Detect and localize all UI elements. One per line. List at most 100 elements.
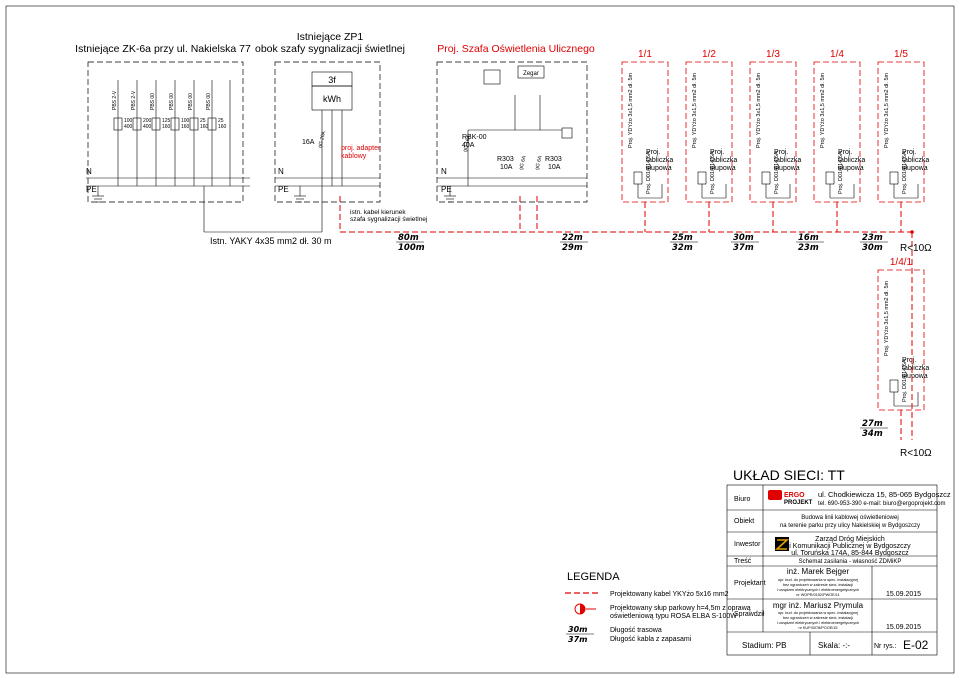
legend-length-b: 37m [568,635,587,644]
tb-sprawdzil: mgr inż. Mariusz Prymula [773,601,864,610]
tb-address: ul. Chodkiewicza 15, 85-065 Bydgoszcz [818,490,951,499]
szafa-fuse-tag-3: gG 6A [534,155,544,171]
length-cable: 30m [862,243,883,253]
zk-n-label: N [86,167,92,176]
zk-fuse-5-v1: 25 [200,118,206,124]
tb-tresc-label: Treść [734,558,752,565]
projected-cable-route [339,196,913,440]
zp1-cabinet: 3f kWh 16A gG 20A proj. adapter kablowy … [203,61,427,246]
ergo-logo: ERGO PROJEKT [768,490,813,506]
tb-sprawdzil-label: Sprawdził [734,611,765,618]
circuit-fuse-label: Proj. D01/E14 6A [902,359,908,402]
tb-sprawdzil-perm-2: bez ograniczeń w zakresie sieci, instala… [783,616,853,620]
circuit-id: 1/2 [702,49,716,60]
network-type: UKŁAD SIECI: TT [733,467,845,483]
header-szafa: Proj. Szafa Oświetlenia Ulicznego [437,43,595,55]
circuit-box-label-2: tabliczka [902,365,929,372]
zp1-fuse-rating: 16A [302,139,315,146]
circuit-cable-label: Proj. YDYżo 3x1,5 mm2 dł. 5m [692,72,698,148]
legend-length-1: Długość trasowa [610,627,662,634]
tb-obiekt-1: Budowa linii kablowej oświetleniowej [801,515,898,521]
tb-inwestor-2: i Komunikacji Publicznej w Bydgoszczy [789,543,911,550]
circuit-id: 1/4 [830,49,844,60]
tb-obiekt-label: Obiekt [734,518,754,525]
circuit-box-label: Proj. [838,149,852,156]
circuit-id: 1/1 [638,49,652,60]
zk-fuse-4-type: PBS 00 [169,93,175,110]
circuit-cable-label: Proj. YDYżo 3x1,5 mm2 dł. 5m [884,72,890,148]
legend-title: LEGENDA [567,571,620,583]
zk-fuse-6-v2: 160 [218,124,227,130]
svg-text:PROJEKT: PROJEKT [784,500,813,506]
tb-stadium: Stadium: PB [742,641,786,650]
legend-length-a: 30m [568,625,587,634]
zk-fuse-1-v1: 100 [124,118,133,124]
tb-sprawdzil-perm-4: nr KUP/0078/POOE/15 [798,626,837,630]
zk-fuse-2-v1: 200 [143,118,152,124]
szafa-pe-label: PE [441,185,452,194]
circuit-box-label-3: słupowa [710,165,736,172]
circuit-box-label: Proj. [902,149,916,156]
length-route: 22m [562,233,583,243]
fuse-box-symbol [697,171,707,185]
svg-text:ERGO: ERGO [784,492,805,499]
length-labels: 80m100m22m29m25m32m30m37m16m23m23m30m27m… [396,233,888,439]
tb-skala: Skala: -:- [818,641,850,650]
circuit-box-label: Proj. [710,149,724,156]
resistance-label-2: R<10Ω [900,448,932,459]
zk-fuse-3-v1: 125 [162,118,171,124]
cable-note-2: szafa sygnalizacji świetlnej [350,216,427,223]
length-route: 80m [398,233,419,243]
circuit-box-label-3: słupowa [646,165,672,172]
circuit-box-label-2: tabliczka [646,157,673,164]
drawing-frame [5,5,955,674]
circuit-cable-label: Proj. YDYżo 3x1,5 mm2 dł. 5m [884,280,890,356]
tb-projektant-perm-1: upr. bud. do projektowania w spec. insta… [778,578,858,582]
circuit-fuse-label: Proj. D01/E14 6A [710,151,716,194]
circuit-id: 1/5 [894,49,908,60]
fuse-box-symbol [889,171,899,185]
istn-cable-label: Istn. YAKY 4x35 mm2 dł. 30 m [210,236,332,246]
fuse-box-symbol [825,171,835,185]
meter-kwh: kWh [323,94,341,104]
zk-pe-label: PE [86,185,97,194]
adapter-label-1: proj. adapter [341,145,381,152]
circuit-fuse-label: Proj. D01/E14 6A [646,151,652,194]
tb-inwestor-label: Inwestor [734,541,761,548]
cable-note-1: istn. kabel kierunek [350,209,406,216]
tb-projektant-perm-2: bez ograniczeń w zakresie sieci, instala… [783,583,853,587]
main-switch-label: RBK-00 [462,134,487,141]
contactor-1-label: R303 [497,156,514,163]
tb-projektant-perm-3: i urządzeń elektrycznych i elektroenerge… [777,588,860,592]
circuit-cable-label: Proj. YDYżo 3x1,5 mm2 dł. 5m [820,72,826,148]
fuse-box-symbol [889,379,899,393]
circuit-box-label-2: tabliczka [838,157,865,164]
circuit-box-label: Proj. [774,149,788,156]
circuit-box-label-2: tabliczka [902,157,929,164]
legend-pole-2: oświetleniową typu ROSA ELBA S-100W [610,613,737,620]
length-cable: 32m [672,243,693,253]
tb-projektant-label: Projektant [734,580,766,587]
circuit-box-label: Proj. [646,149,660,156]
zk-fuse-3-type: PBS 00 [150,93,156,110]
zk-fuse-1-type: PBS 2-V [112,90,118,110]
tb-biuro-label: Biuro [734,496,750,503]
circuit-box-label-2: tabliczka [710,157,737,164]
length-cable: 34m [862,429,883,439]
contactor-1-rating: 10A [500,164,513,171]
contactor-2-rating: 10A [548,164,561,171]
legend-pole-1: Projektowany słup parkowy h=4,5m z opraw… [610,605,751,612]
length-cable: 29m [562,243,583,253]
circuit-id: 1/4/1 [890,257,913,268]
length-route: 23m [862,233,883,243]
tb-tresc: Schemat zasilania - własność ZDMiKP [799,559,902,565]
